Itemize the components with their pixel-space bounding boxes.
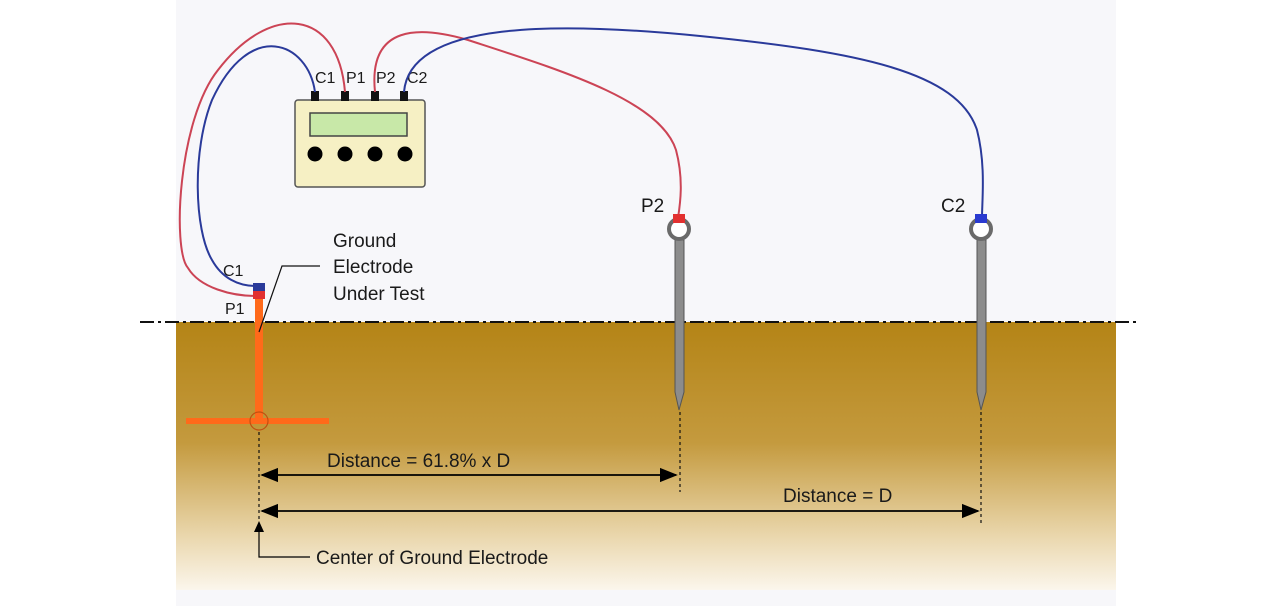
meter-knob-1 — [307, 146, 323, 162]
electrode-clamp-p1 — [253, 291, 265, 299]
stake-p2-label: P2 — [641, 196, 664, 217]
electrode-center-circle — [249, 411, 269, 431]
terminal-post-c2 — [400, 91, 408, 101]
wire-c2-blue — [403, 27, 984, 219]
terminal-label-c2: C2 — [407, 70, 428, 87]
terminal-label-c1: C1 — [315, 70, 336, 87]
ground-electrode — [186, 283, 329, 431]
earth-tester-meter — [294, 91, 426, 188]
electrode-label-line2: Electrode — [333, 257, 413, 278]
terminal-label-p2: P2 — [376, 70, 396, 87]
meter-display — [309, 112, 408, 137]
stake-c2-rod — [976, 239, 987, 411]
wire-p1-red — [178, 22, 346, 297]
electrode-c1-label: C1 — [223, 263, 244, 280]
wire-p2-red — [373, 31, 682, 219]
p2-distance-label: Distance = 61.8% x D — [327, 451, 510, 472]
terminal-label-p1: P1 — [346, 70, 366, 87]
electrode-p1-label: P1 — [225, 301, 245, 318]
soil — [176, 322, 1116, 590]
electrode-label-line3: Under Test — [333, 284, 425, 305]
meter-knob-4 — [397, 146, 413, 162]
c2-distance-label: Distance = D — [783, 486, 892, 507]
terminal-post-p2 — [371, 91, 379, 101]
meter-knob-2 — [337, 146, 353, 162]
meter-knob-3 — [367, 146, 383, 162]
stake-c2 — [969, 214, 993, 411]
stake-c2-label: C2 — [941, 196, 965, 217]
center-pointer-arrow — [258, 530, 310, 558]
electrode-crossbar — [186, 418, 329, 424]
stake-p2 — [667, 214, 691, 411]
electrode-clamp-c1 — [253, 283, 265, 291]
wire-c1-blue — [196, 45, 316, 287]
electrode-label-line1: Ground — [333, 231, 396, 252]
terminal-post-c1 — [311, 91, 319, 101]
electrode-rod — [255, 297, 263, 424]
stake-c2-clip — [975, 214, 987, 223]
stake-p2-clip — [673, 214, 685, 223]
center-label: Center of Ground Electrode — [316, 548, 548, 569]
terminal-post-p1 — [341, 91, 349, 101]
electrode-label-leader — [258, 265, 320, 333]
stake-p2-rod — [674, 239, 685, 411]
center-pointer-arrowhead — [254, 521, 264, 532]
